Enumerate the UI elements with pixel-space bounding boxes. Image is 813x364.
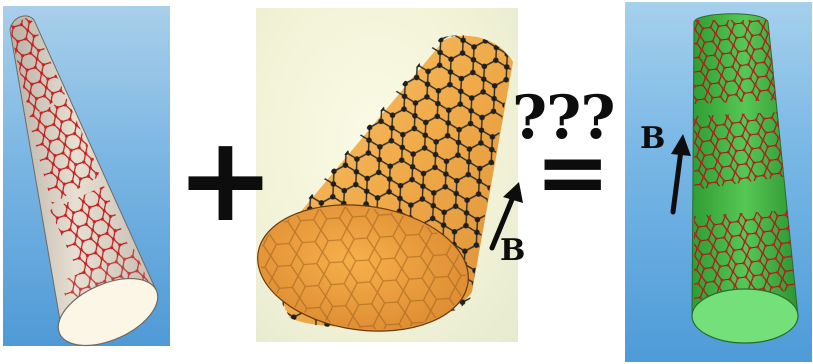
left-tube-end-cap: [57, 277, 159, 347]
plus-symbol: +: [176, 110, 275, 248]
right-nanotube: [691, 13, 799, 344]
right-tube-end-cap: [691, 288, 799, 344]
middle-nanotube: [257, 35, 513, 332]
question-marks: ???: [512, 83, 615, 153]
b-field-arrow-right: [670, 134, 691, 215]
magnetic-field-label-middle: B: [500, 233, 526, 268]
equals-symbol: =: [535, 120, 611, 225]
left-nanotube: [9, 15, 159, 347]
magnetic-field-label-right: B: [640, 121, 666, 156]
b-field-arrow-middle: [489, 182, 523, 251]
